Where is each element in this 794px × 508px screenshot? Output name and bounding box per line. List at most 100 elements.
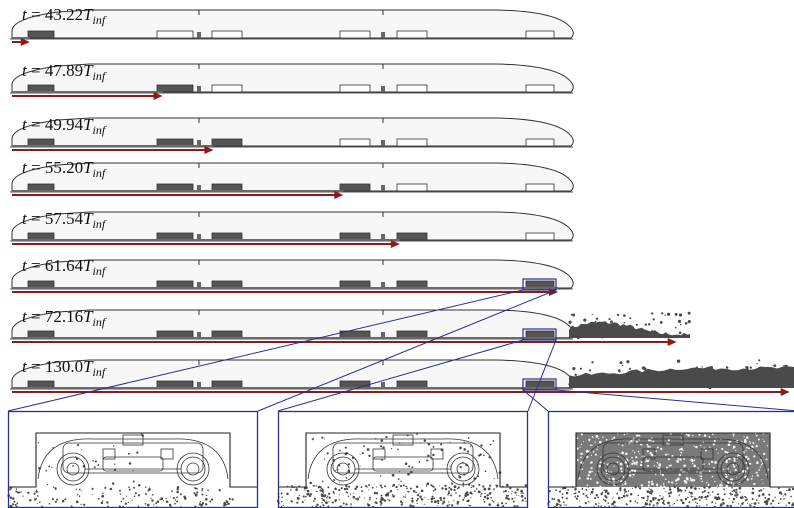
snow-particle (717, 452, 719, 454)
snow-particle (146, 503, 150, 507)
time-label-7: t = 72.16Tinf (22, 307, 106, 329)
bogie-arc (37, 438, 229, 480)
snow-particle (632, 473, 635, 476)
snow-particle (467, 437, 470, 439)
snow-particle (586, 484, 589, 487)
snow-particle (681, 441, 683, 443)
snow-particle (14, 503, 17, 506)
snow-particle (442, 497, 446, 500)
snow-particle (694, 487, 697, 490)
wake-dot (684, 321, 688, 325)
snow-particle (681, 501, 685, 505)
snow-particle (476, 464, 478, 466)
snow-particle (745, 436, 749, 439)
snow-particle (120, 500, 123, 503)
front-arrow-head (667, 338, 677, 346)
snow-particle (587, 474, 590, 477)
snow-particle (205, 494, 208, 497)
snow-particle (194, 493, 198, 497)
snow-particle (581, 468, 584, 471)
snow-particle (662, 496, 664, 498)
snow-particle (451, 504, 454, 507)
snow-particle (624, 490, 627, 493)
snow-particle (355, 485, 359, 488)
snow-particle (496, 503, 500, 507)
snow-particle (342, 502, 345, 505)
snow-particle (751, 502, 753, 505)
snow-particle (172, 497, 175, 500)
snow-particle (321, 489, 324, 493)
snow-particle (594, 497, 597, 500)
snow-particle (441, 487, 444, 490)
snow-layer (12, 337, 571, 339)
snow-particle (159, 498, 161, 501)
snow-particle (639, 443, 642, 446)
damper-1 (102, 448, 116, 460)
bogie-3 (211, 330, 243, 339)
bogie-2 (156, 232, 194, 241)
wake-dot (676, 336, 679, 338)
snow-particle (715, 437, 717, 439)
snow-particle (648, 503, 651, 506)
snow-particle (650, 453, 654, 457)
snow-particle (124, 502, 127, 505)
snow-particle (441, 503, 444, 505)
snow-particle (387, 499, 389, 501)
snow-particle (359, 465, 361, 467)
snow-particle (712, 443, 715, 446)
snow-particle (446, 504, 449, 507)
snow-particle (576, 448, 578, 450)
wake-dot (583, 318, 587, 322)
snow-particle (418, 493, 420, 495)
snow-particle (122, 497, 125, 500)
snow-particle (151, 499, 154, 502)
wake-dot (578, 334, 580, 336)
snow-particle (647, 498, 649, 500)
snow-particle (638, 487, 642, 490)
snow-particle (338, 499, 340, 501)
wake-dot (756, 363, 758, 365)
snow-particle (684, 489, 687, 492)
snow-particle (628, 474, 632, 477)
snow-particle (634, 486, 637, 489)
snow-particle (403, 495, 405, 498)
bogie-3 (211, 280, 243, 289)
wake-dot (628, 367, 631, 370)
snow-particle (656, 505, 658, 507)
snow-particle (656, 462, 659, 464)
snow-particle (474, 490, 476, 492)
snow-particle (176, 496, 178, 499)
snow-particle (304, 490, 306, 492)
snow-particle (440, 448, 443, 452)
snow-particle (459, 466, 462, 469)
snow-particle (128, 452, 130, 455)
snow-particle (15, 490, 18, 493)
snow-particle (201, 493, 204, 496)
snow-particle (574, 496, 576, 498)
snow-particle (36, 503, 38, 505)
snow-particle (148, 488, 151, 491)
wake-dot (678, 313, 683, 317)
snow-particle (623, 488, 626, 491)
snow-particle (642, 496, 645, 500)
snow-particle (585, 449, 589, 453)
snow-particle (466, 499, 470, 503)
snow-particle (223, 504, 226, 507)
wake-dot (740, 378, 743, 381)
wake-dot (593, 377, 597, 382)
snow-particle (128, 486, 130, 488)
snow-particle (645, 461, 647, 463)
snow-particle (432, 445, 435, 448)
snow-particle (759, 466, 761, 468)
damper-1 (642, 448, 656, 460)
snow-particle (576, 459, 579, 461)
train-panel-2 (10, 63, 574, 100)
snow-particle (415, 485, 419, 489)
snow-particle (176, 487, 179, 491)
wake-dot (619, 328, 622, 331)
snow-particle (457, 486, 460, 489)
snow-particle (163, 500, 165, 502)
snow-particle (617, 455, 619, 458)
snow-particle (646, 443, 649, 446)
snow-particle (512, 500, 515, 503)
